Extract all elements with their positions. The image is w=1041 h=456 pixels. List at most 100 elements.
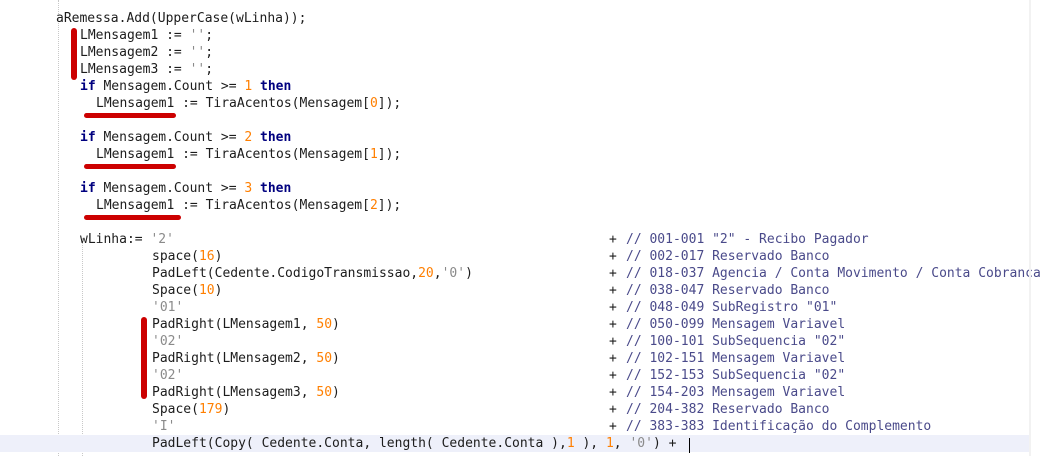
scrollbar-edge[interactable] [1029,0,1031,456]
code-line[interactable]: '02' + // 100-101 SubSequencia "02" [0,333,1031,350]
code-token: ]); [377,96,402,111]
code-text: LMensagem1 := TiraAcentos(Mensagem[1]); [96,146,401,163]
code-comment: // 383-383 Identificação do Complemento [626,419,932,434]
code-comment: // 048-049 SubRegistro "01" [626,300,838,315]
code-line[interactable]: LMensagem1 := TiraAcentos(Mensagem[0]); [0,95,1031,112]
code-token: 20 [418,266,434,281]
code-line[interactable]: if Mensagem.Count >= 1 then [0,78,1031,95]
code-text: if Mensagem.Count >= 3 then [80,180,291,197]
code-comment: // 038-047 Reservado Banco [626,283,830,298]
code-token: Mensagem.Count >= [95,79,245,94]
code-token: LMensagem1 := TiraAcentos(Mensagem[ [96,198,370,213]
code-line[interactable]: space(16)+// 002-017 Reservado Banco [0,248,1031,265]
code-token: LMensagem1 := [80,28,190,43]
code-line[interactable]: LMensagem1 := ''; [0,27,1031,44]
code-token: '' [189,45,206,60]
indent-guide [58,0,59,456]
code-line[interactable]: LMensagem2 := ''; [0,44,1031,61]
annotation-marker-underline [84,215,181,220]
code-token: ) [332,317,340,332]
code-text: LMensagem1 := ''; [80,27,213,44]
code-token: LMensagem1 := TiraAcentos(Mensagem[ [96,147,370,162]
code-token: 50 [316,317,333,332]
code-line[interactable]: 'I' + // 383-383 Identificação do Compleme… [0,418,1031,435]
concat-operator: + [609,368,617,383]
code-token: 'I' [152,419,176,434]
code-text: '02' [152,367,183,384]
code-token: 2 [369,198,378,213]
code-token: then [260,181,292,196]
code-line[interactable]: '02' + // 152-153 SubSequencia "02" [0,367,1031,384]
code-token: ) [465,266,473,281]
code-token: PadRight(LMensagem3, [152,385,317,400]
code-text: LMensagem3 := ''; [80,61,213,78]
code-token: ) [222,402,231,417]
code-token: space( [152,249,199,264]
code-token: ) [214,249,223,264]
code-token: PadRight(LMensagem1, [152,317,317,332]
code-line[interactable]: LMensagem1 := TiraAcentos(Mensagem[1]); [0,146,1031,163]
code-token: '02' [152,368,184,383]
code-text: PadRight(LMensagem1, 50) [152,316,340,333]
concat-operator: + [609,266,617,281]
code-text: 'I' [152,418,175,435]
code-line[interactable]: LMensagem1 := TiraAcentos(Mensagem[2]); [0,197,1031,214]
code-token: 179 [198,402,223,417]
code-token: if [80,130,96,145]
code-token: then [260,79,292,94]
code-line[interactable]: LMensagem3 := ''; [0,61,1031,78]
concat-operator: + [609,385,617,400]
code-token: , [433,266,442,281]
code-line[interactable]: Space(179)+// 204-382 Reservado Banco [0,401,1031,418]
code-token: 0 [369,96,378,111]
code-comment: // 100-101 SubSequencia "02" [626,334,846,349]
code-comment: // 154-203 Mensagem Variavel [626,385,846,400]
code-line[interactable]: '01'+// 048-049 SubRegistro "01" [0,299,1031,316]
code-token: 2 [244,130,253,145]
code-line[interactable]: if Mensagem.Count >= 3 then [0,180,1031,197]
annotation-marker-underline [84,113,176,118]
annotation-marker-vertical [71,28,77,80]
code-comment: // 102-151 Mensagem Variavel [626,351,846,366]
annotation-marker-underline [84,164,176,169]
code-text: Space(179) [152,401,230,418]
concat-operator: + [609,419,617,434]
code-comment: // 152-153 SubSequencia "02" [626,368,846,383]
code-token: ), [574,436,606,451]
concat-operator: + [609,334,617,349]
code-token: PadLeft(Copy( Cedente.Conta, length( Ced… [152,436,567,451]
code-token: '02' [152,334,184,349]
code-token: 50 [316,385,333,400]
code-token: 50 [316,351,333,366]
code-text: Space(10) [152,282,222,299]
code-line[interactable]: Space(10)+// 038-047 Reservado Banco [0,282,1031,299]
code-line[interactable]: PadLeft(Cedente.CodigoTransmissao,20,'0'… [0,265,1041,282]
code-token: '0' [441,266,466,281]
code-token: '01' [152,300,184,315]
code-comment: // 002-017 Reservado Banco [626,249,830,264]
code-line[interactable]: PadRight(LMensagem2, 50)+// 102-151 Mens… [0,350,1031,367]
code-line[interactable]: wLinha:= '2'+// 001-001 "2" - Recibo Pag… [0,231,1031,248]
code-token: ; [205,62,214,77]
code-token: '2' [150,232,174,247]
annotation-marker-vertical [141,317,147,399]
code-text: if Mensagem.Count >= 1 then [80,78,291,95]
code-token: Mensagem.Count >= [95,181,245,196]
code-line[interactable]: if Mensagem.Count >= 2 then [0,129,1031,146]
code-comment: // 050-099 Mensagem Variavel [626,317,846,332]
code-token: ) [214,283,223,298]
code-comment: // 204-382 Reservado Banco [626,402,830,417]
code-token: '' [189,62,206,77]
code-token: 10 [198,283,215,298]
code-token: 16 [198,249,215,264]
code-line[interactable]: PadLeft(Copy( Cedente.Conta, length( Ced… [0,435,1031,452]
code-line[interactable]: PadRight(LMensagem1, 50)+// 050-099 Mens… [0,316,1031,333]
code-token [252,130,260,145]
code-line[interactable]: aRemessa.Add(UpperCase(wLinha)); [0,10,1031,27]
code-token: Mensagem.Count >= [95,130,245,145]
code-token: if [80,181,96,196]
code-token: ]); [377,198,402,213]
code-line[interactable]: PadRight(LMensagem3, 50)+// 154-203 Mens… [0,384,1031,401]
code-token: 1 [605,436,614,451]
